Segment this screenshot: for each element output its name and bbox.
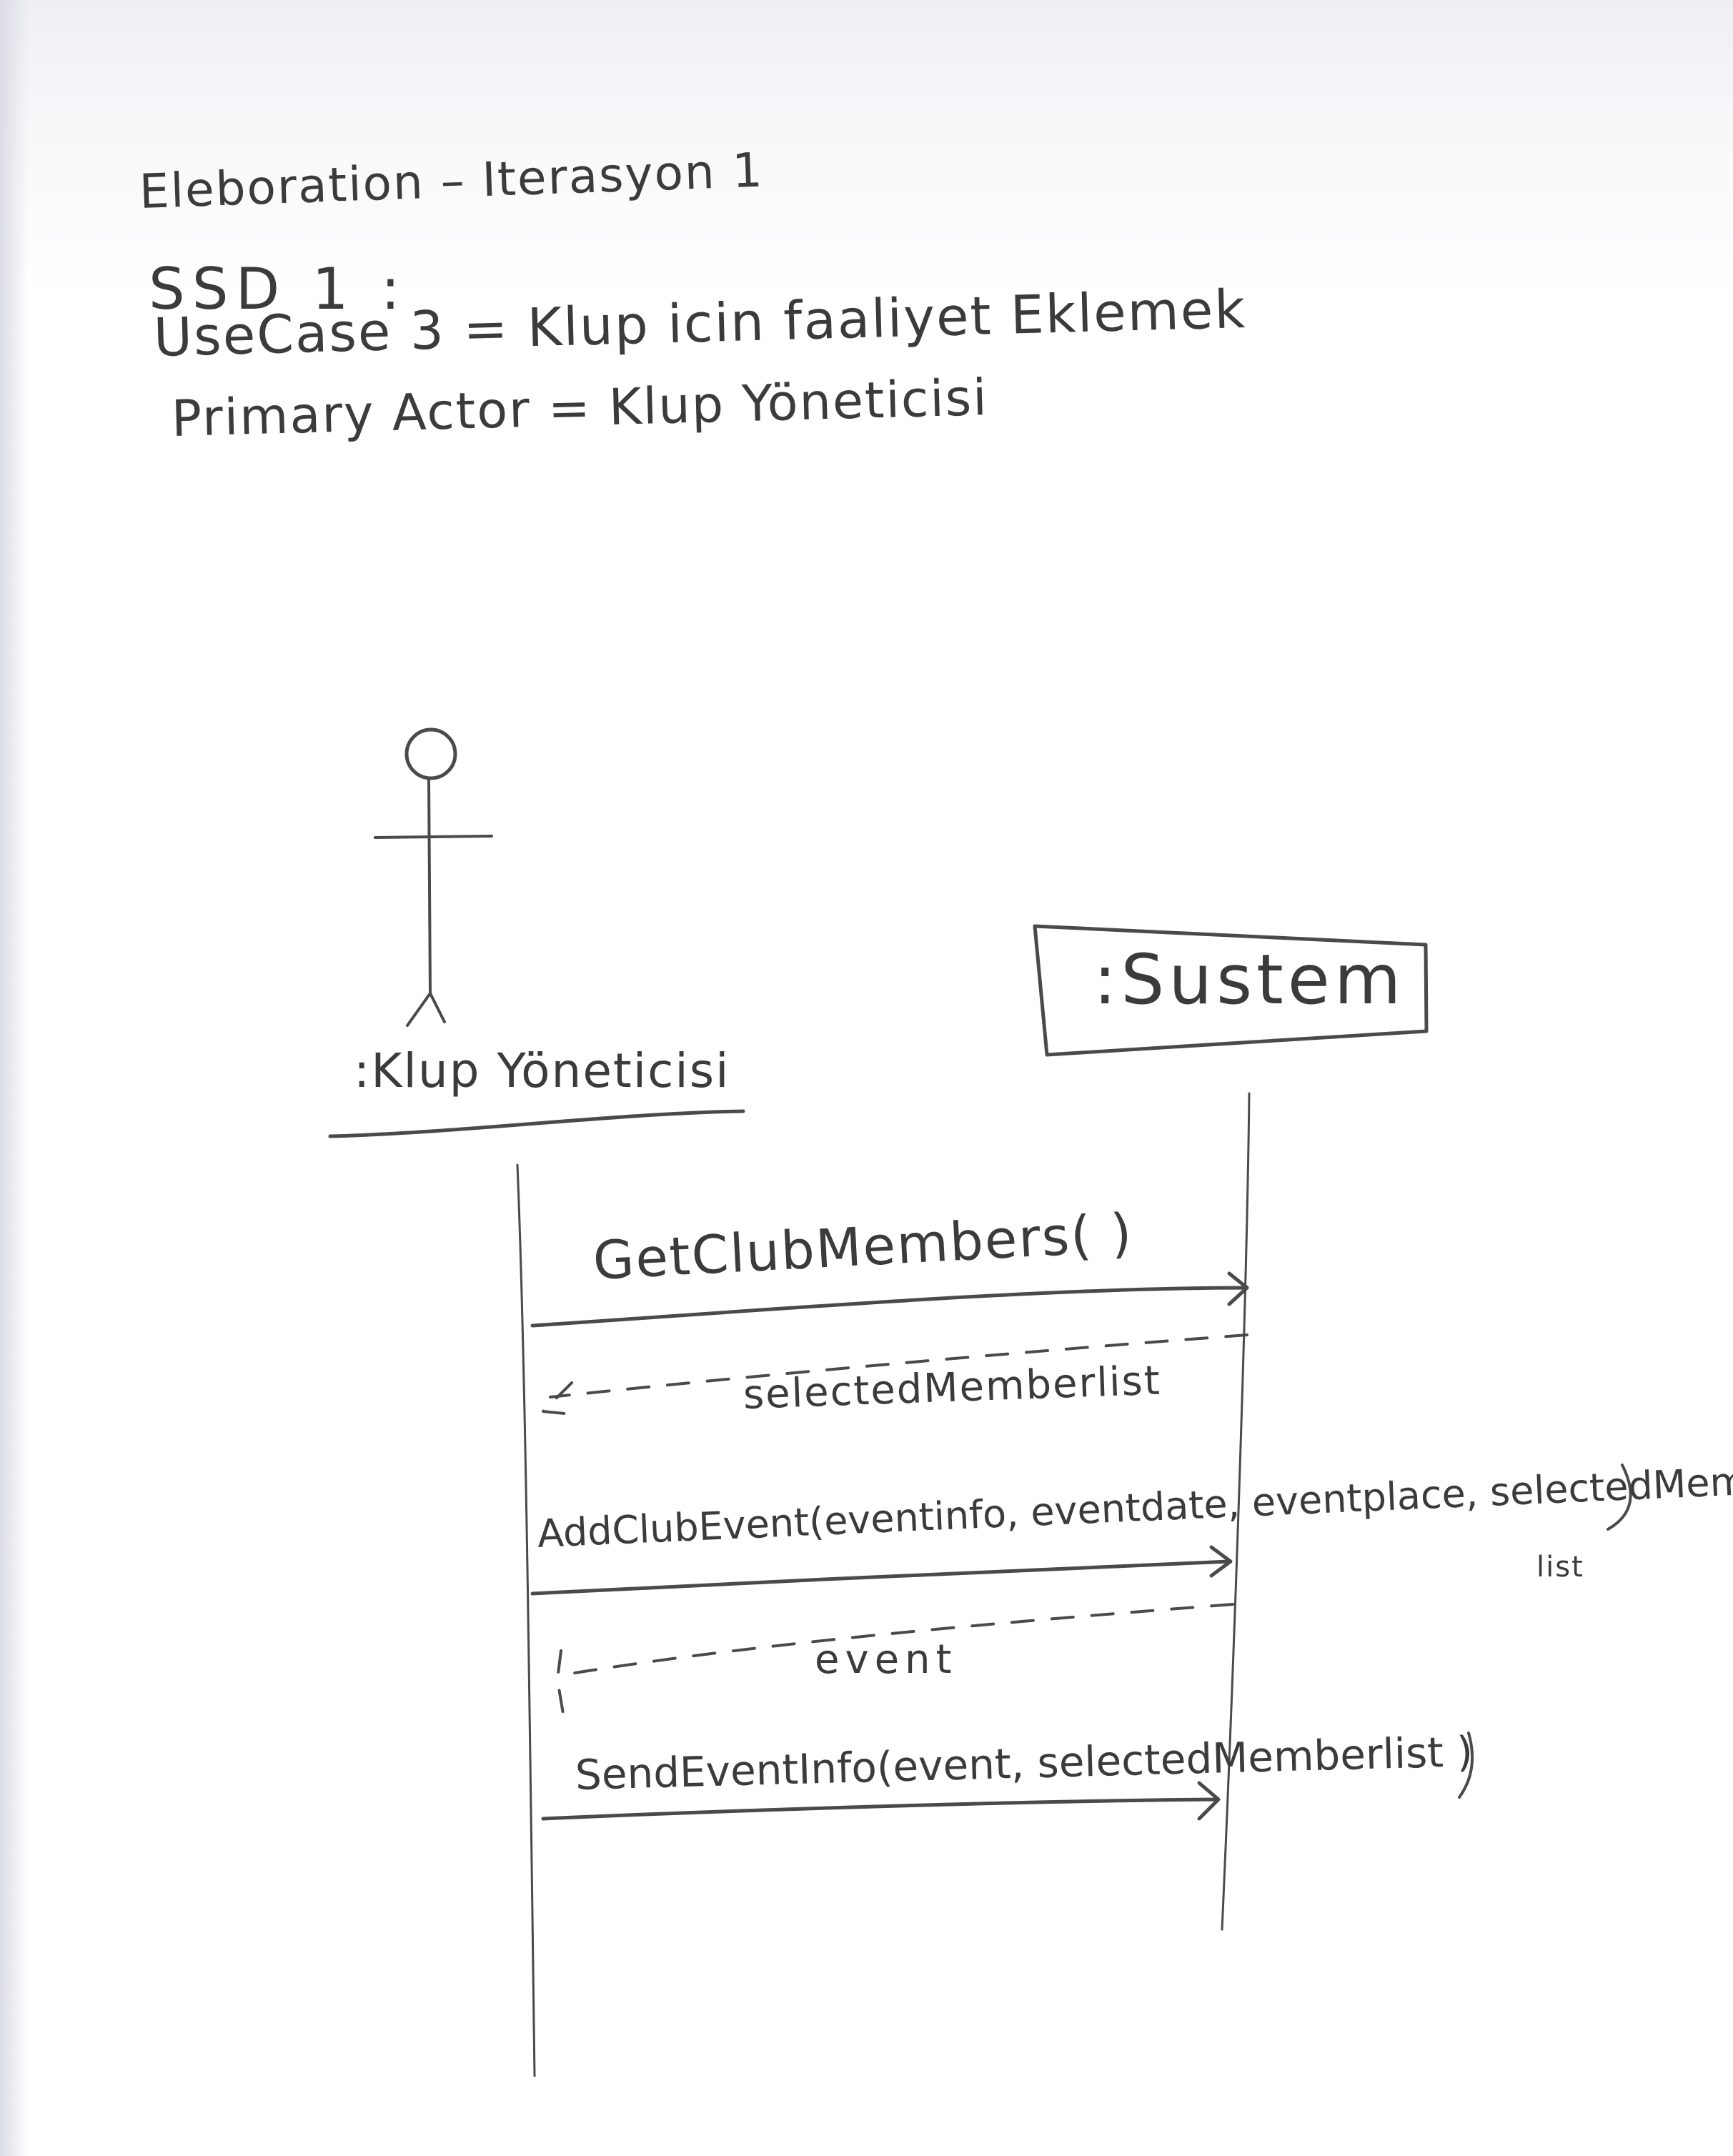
actor-body — [427, 778, 432, 995]
arrow-get-club-members — [530, 1271, 1249, 1328]
arrow-event — [556, 1603, 1234, 1724]
actor-head — [404, 727, 457, 780]
message-label: event — [815, 1636, 958, 1683]
system-lifeline — [1221, 1092, 1251, 1931]
ssd-label: SSD 1 : — [149, 256, 407, 322]
arrow-add-club-event — [530, 1545, 1233, 1596]
actor-label: :Klup Yöneticisi — [354, 1043, 730, 1098]
arrow-selected-memberlist — [542, 1333, 1248, 1416]
actor-underline — [328, 1109, 745, 1138]
actor-lifeline — [516, 1163, 536, 2077]
system-label: :Sustem — [1093, 940, 1406, 1020]
actor-legs — [406, 992, 446, 1027]
scan-shadow — [0, 0, 29, 2156]
message-label-continuation: list — [1536, 1551, 1584, 1584]
system-box — [1033, 924, 1429, 1057]
actor-arms — [374, 835, 493, 839]
paren-mark — [1458, 1732, 1474, 1799]
arrow-send-event-info — [541, 1781, 1221, 1821]
paren-mark — [1607, 1464, 1632, 1531]
